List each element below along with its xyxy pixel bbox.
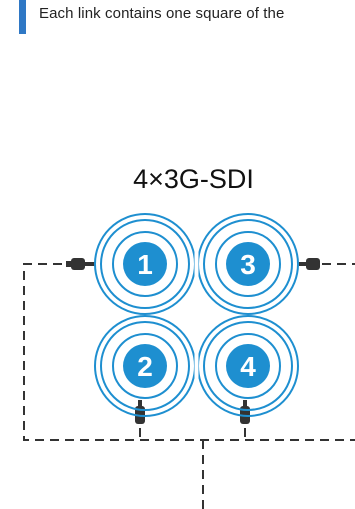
cable-plugs	[66, 258, 320, 424]
plug-bottom-right-pin	[243, 400, 247, 406]
connector-4-label: 4	[240, 351, 256, 382]
bnc-connector-2: 2	[94, 315, 196, 417]
plug-left-body	[71, 258, 85, 270]
note-accent-bar	[19, 0, 26, 34]
cable-lines	[23, 263, 355, 509]
bnc-connector-3: 3	[197, 213, 299, 315]
connector-3-label: 3	[240, 249, 256, 280]
diagram-title: 4×3G-SDI	[0, 164, 355, 195]
bnc-connector-4: 4	[197, 315, 299, 417]
note-text: Each link contains one square of the	[39, 5, 285, 22]
cable-left	[23, 263, 355, 441]
connector-2-label: 2	[137, 351, 153, 382]
diagram-title-text: 4×3G-SDI	[133, 164, 254, 194]
plug-right-pin	[299, 262, 307, 266]
plug-bottom-left-pin	[138, 400, 142, 406]
plug-left-pin	[85, 262, 95, 266]
connector-1-label: 1	[137, 249, 153, 280]
bnc-connector-1: 1	[94, 213, 196, 315]
plug-left-tip	[66, 261, 71, 267]
plug-right-body	[306, 258, 320, 270]
info-note: Each link contains one square of the	[0, 0, 355, 38]
